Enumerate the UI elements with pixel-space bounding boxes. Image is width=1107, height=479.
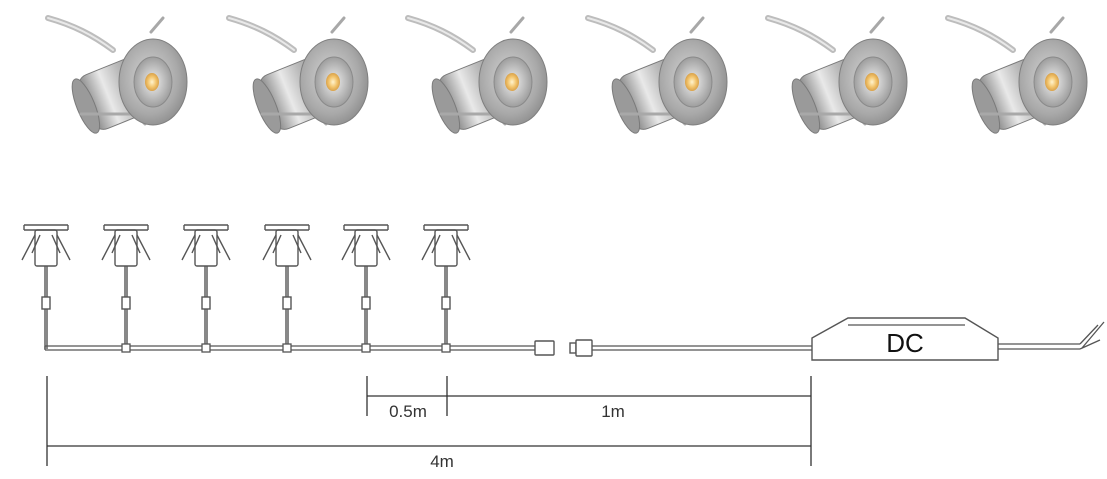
junction-points (121, 343, 451, 353)
product-photo-row (48, 18, 1087, 136)
total-length-label: 4m (430, 452, 454, 471)
driver-label: DC (886, 328, 924, 358)
light-fitting-photo (408, 18, 547, 136)
light-fitting-photo (588, 18, 727, 136)
light-fitting-photo (948, 18, 1087, 136)
lead-length-label: 1m (601, 402, 625, 421)
dimension-lines (46, 376, 812, 466)
light-fitting-icon (181, 224, 231, 350)
light-fitting-icon (262, 224, 312, 350)
light-fitting-photo (229, 18, 368, 136)
light-fitting-icon (341, 224, 391, 350)
light-fitting-icon (421, 224, 471, 350)
light-fitting-icon (101, 224, 151, 350)
light-fitting-photo (48, 18, 187, 136)
light-fitting-photo (768, 18, 907, 136)
light-fitting-icon (21, 224, 71, 350)
input-cable (998, 321, 1105, 350)
wiring-schematic: DC (21, 224, 1105, 361)
extension-cable (592, 345, 812, 351)
spacing-label: 0.5m (389, 402, 427, 421)
dc-driver: DC (811, 317, 999, 361)
connector-pair (534, 339, 593, 357)
